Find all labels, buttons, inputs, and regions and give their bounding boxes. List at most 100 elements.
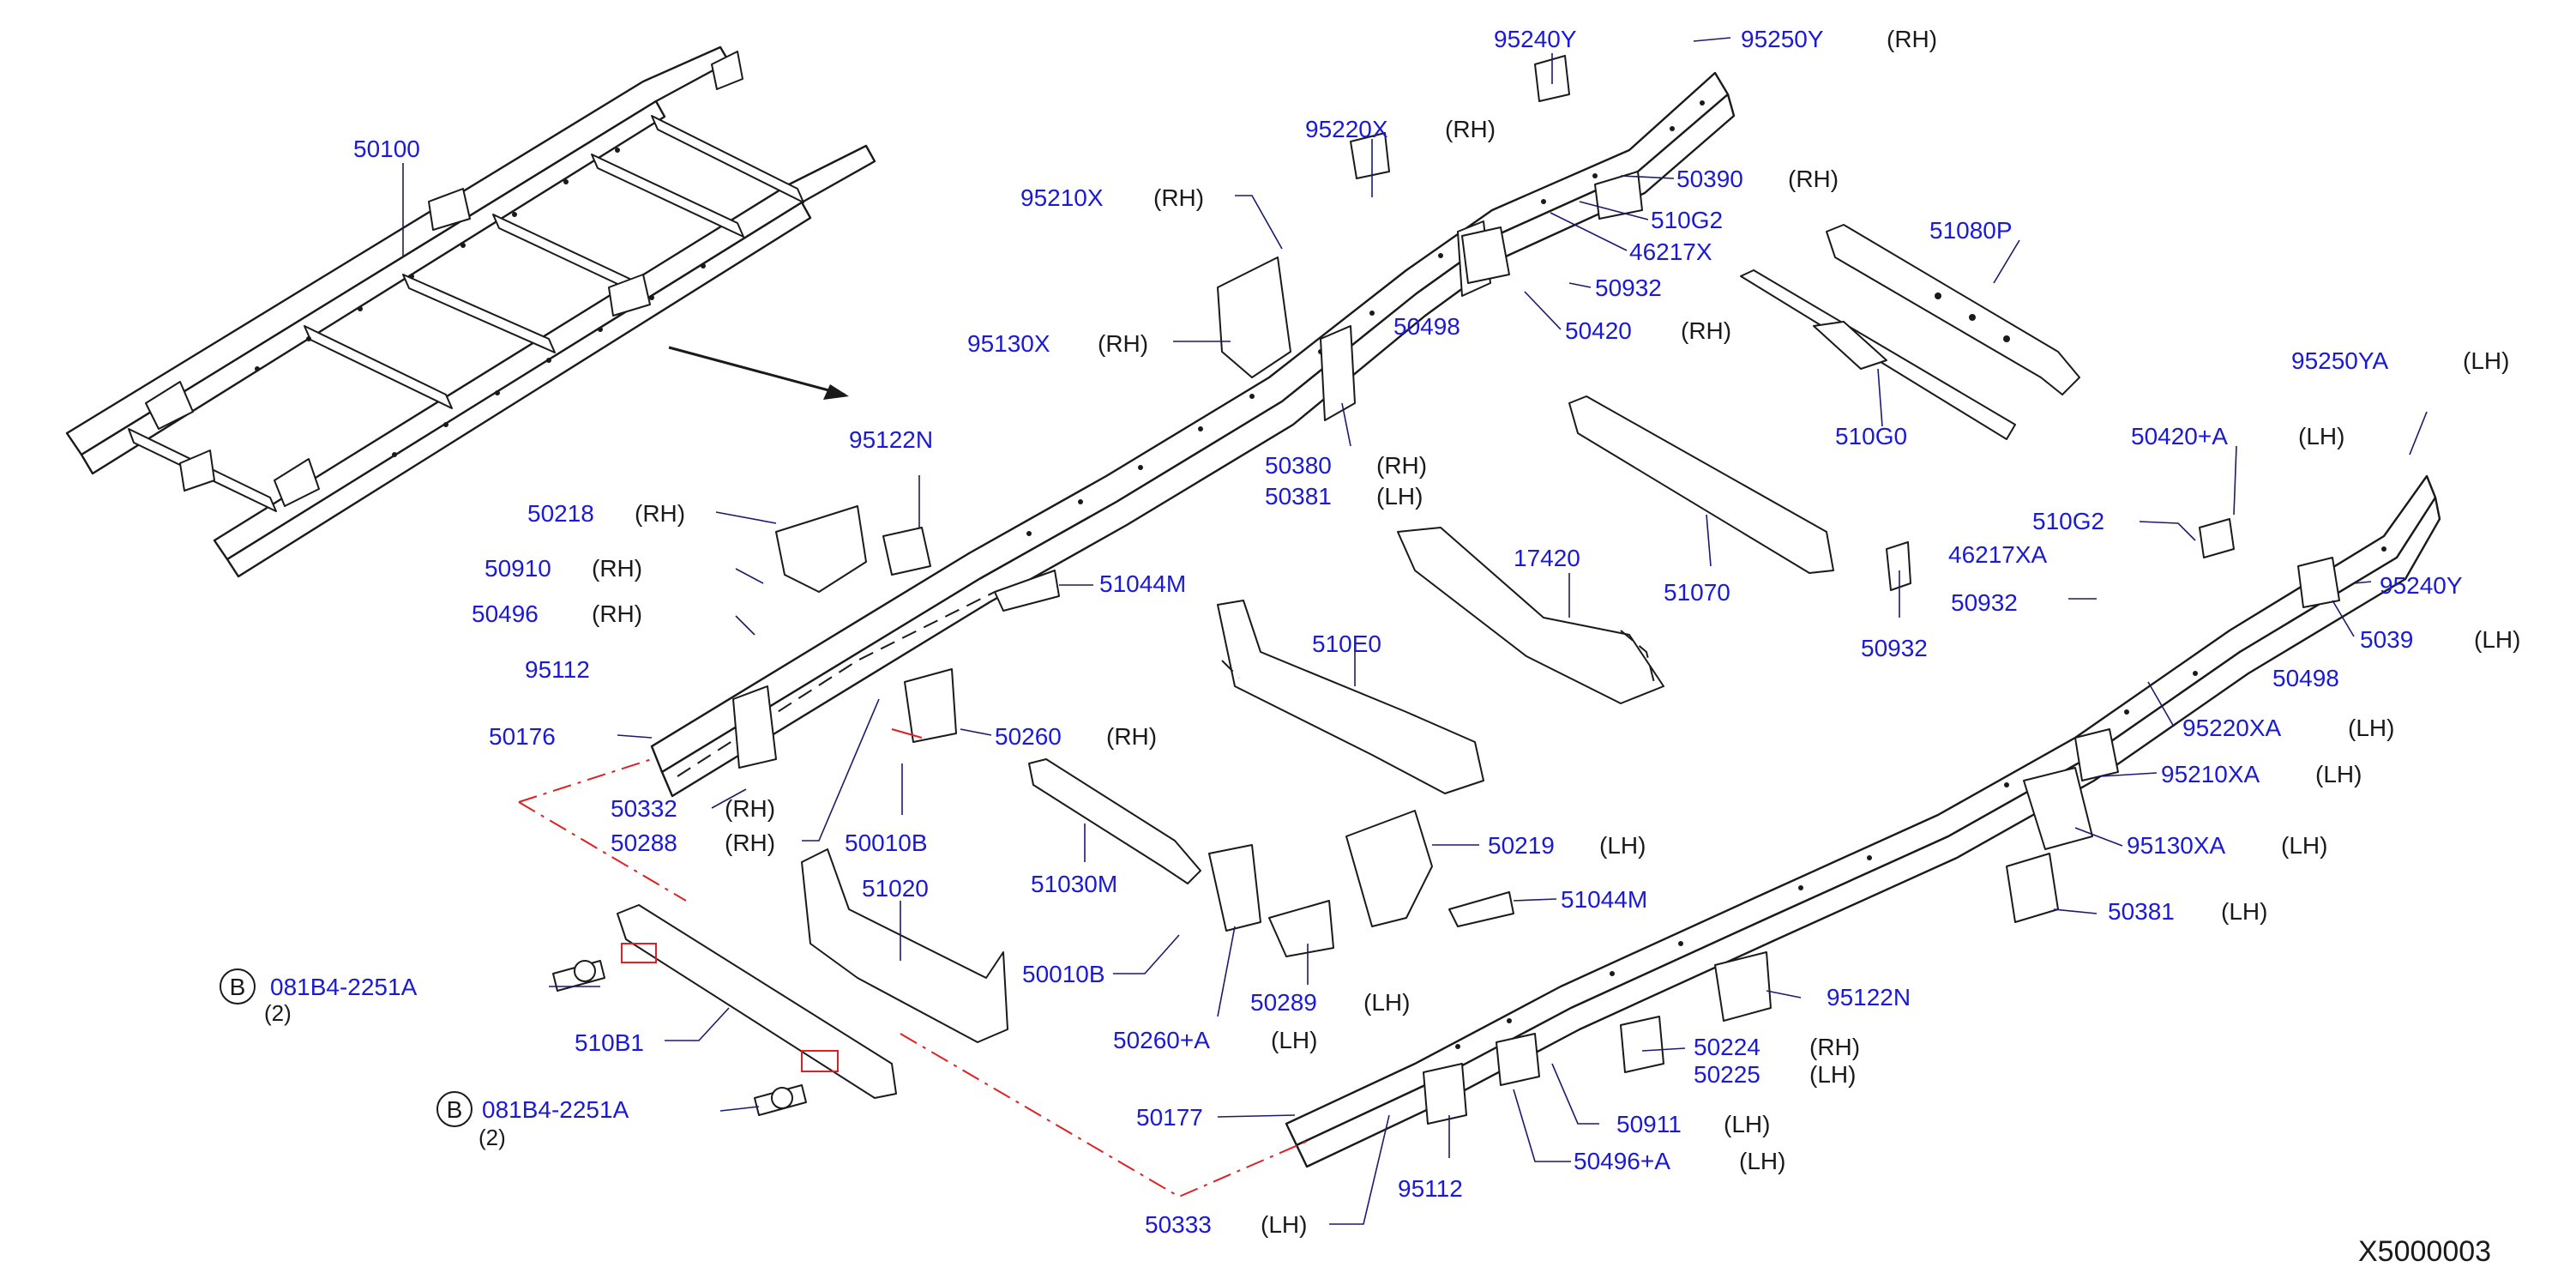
- callout: 95250Y (RH): [1741, 26, 1937, 52]
- svg-text:95210X: 95210X: [1020, 184, 1104, 211]
- svg-text:(2): (2): [264, 1000, 292, 1026]
- svg-text:(LH): (LH): [2298, 423, 2344, 449]
- svg-text:95112: 95112: [1398, 1175, 1463, 1202]
- svg-text:50932: 50932: [1595, 275, 1662, 301]
- callout: 50219(LH): [1488, 832, 1646, 859]
- svg-text:(RH): (RH): [1376, 452, 1427, 479]
- callout: 50177: [1136, 1104, 1203, 1131]
- svg-text:50932: 50932: [1951, 589, 2018, 616]
- svg-text:95122N: 95122N: [1827, 984, 1911, 1011]
- svg-text:(RH): (RH): [1887, 26, 1937, 52]
- svg-text:510E0: 510E0: [1312, 630, 1381, 657]
- callout: 510G2: [2032, 508, 2104, 534]
- svg-text:50260+A: 50260+A: [1113, 1027, 1210, 1053]
- svg-text:(LH): (LH): [2281, 832, 2327, 859]
- callout: 50420+A(LH): [2131, 423, 2344, 449]
- svg-text:(LH): (LH): [1376, 483, 1423, 510]
- svg-text:(LH): (LH): [1363, 989, 1410, 1016]
- svg-text:081B4-2251A: 081B4-2251A: [482, 1096, 629, 1123]
- callout: 17420: [1514, 545, 1580, 571]
- svg-text:(RH): (RH): [1788, 166, 1839, 192]
- svg-text:46217XA: 46217XA: [1948, 541, 2048, 568]
- callout: 50288 (RH): [611, 830, 775, 856]
- svg-text:(LH): (LH): [1261, 1211, 1307, 1238]
- callout: 081B4-2251A: [270, 974, 418, 1000]
- svg-text:50218: 50218: [527, 500, 594, 527]
- callout: 50176: [489, 723, 556, 750]
- callout: 50260(RH): [995, 723, 1157, 750]
- callout: 46217X: [1629, 238, 1712, 265]
- svg-text:50332: 50332: [611, 795, 677, 822]
- svg-text:95130X: 95130X: [967, 330, 1050, 357]
- svg-text:51080P: 51080P: [1929, 217, 2013, 244]
- callout: 50932: [1861, 635, 1928, 661]
- svg-text:95112: 95112: [525, 656, 590, 683]
- svg-text:51044M: 51044M: [1099, 570, 1186, 597]
- svg-text:95240Y: 95240Y: [1494, 26, 1577, 52]
- svg-text:081B4-2251A: 081B4-2251A: [270, 974, 418, 1000]
- callout: 51080P: [1929, 217, 2013, 244]
- svg-text:510B1: 510B1: [575, 1029, 644, 1056]
- callout: 95220XA (LH): [2182, 715, 2394, 741]
- svg-text:(2): (2): [478, 1125, 506, 1150]
- callout: 510G2: [1651, 207, 1723, 233]
- callout: 50911(LH): [1616, 1111, 1770, 1137]
- callout: 95130XA(LH): [2127, 832, 2327, 859]
- callout: 50010B: [1022, 961, 1105, 987]
- svg-text:50911: 50911: [1616, 1111, 1682, 1137]
- svg-text:(RH): (RH): [1106, 723, 1157, 750]
- callout: 95220X(RH): [1305, 116, 1496, 142]
- svg-text:51020: 51020: [862, 875, 929, 902]
- svg-text:(LH): (LH): [2463, 347, 2509, 374]
- svg-text:95240Y: 95240Y: [2380, 572, 2463, 599]
- svg-text:50498: 50498: [1393, 313, 1460, 340]
- svg-text:(LH): (LH): [2315, 761, 2362, 787]
- svg-text:46217X: 46217X: [1629, 238, 1712, 265]
- svg-text:95220XA: 95220XA: [2182, 715, 2282, 741]
- svg-text:95250Y: 95250Y: [1741, 26, 1824, 52]
- svg-text:51044M: 51044M: [1561, 886, 1647, 913]
- svg-text:(LH): (LH): [2221, 898, 2267, 925]
- svg-text:51070: 51070: [1664, 579, 1730, 606]
- svg-text:(RH): (RH): [725, 830, 775, 856]
- callout: 50010B: [845, 830, 928, 856]
- callout: 50932: [1595, 275, 1662, 301]
- callout: 50224(RH): [1694, 1034, 1860, 1060]
- svg-text:(LH): (LH): [2348, 715, 2394, 741]
- svg-text:(RH): (RH): [635, 500, 685, 527]
- svg-text:50288: 50288: [611, 830, 677, 856]
- bolt-badge-lower: B (2): [436, 1091, 506, 1150]
- svg-text:(RH): (RH): [1098, 330, 1148, 357]
- callout: 95112: [525, 656, 590, 683]
- svg-text:17420: 17420: [1514, 545, 1580, 571]
- callout: 50218 (RH): [527, 500, 685, 527]
- svg-text:510G2: 510G2: [1651, 207, 1723, 233]
- callout: 50420(RH): [1565, 317, 1731, 344]
- svg-text:50333: 50333: [1145, 1211, 1212, 1238]
- bolt-badge-upper: B (2): [220, 968, 292, 1026]
- svg-text:95210XA: 95210XA: [2161, 761, 2260, 787]
- callout: 50332(RH): [611, 795, 775, 822]
- svg-text:(RH): (RH): [1809, 1034, 1860, 1060]
- svg-text:(RH): (RH): [592, 555, 642, 582]
- svg-text:50010B: 50010B: [1022, 961, 1105, 987]
- callout: 50496(RH): [472, 600, 642, 627]
- callout: 95240Y: [1494, 26, 1577, 52]
- callout: 50390 (RH): [1676, 166, 1839, 192]
- callout: 50932: [1951, 589, 2018, 616]
- callout: 95240Y: [2380, 572, 2463, 599]
- svg-text:(LH): (LH): [2474, 626, 2520, 653]
- callout: 95122N: [1827, 984, 1911, 1011]
- svg-text:50498: 50498: [2272, 665, 2339, 691]
- callout: 95112: [1398, 1175, 1463, 1202]
- svg-text:50910: 50910: [485, 555, 551, 582]
- callout: 510B1: [575, 1029, 644, 1056]
- svg-text:(LH): (LH): [1271, 1027, 1317, 1053]
- callout: 95210X(RH): [1020, 184, 1204, 211]
- svg-text:50390: 50390: [1676, 166, 1743, 192]
- svg-text:B: B: [447, 1096, 463, 1123]
- svg-text:510G0: 510G0: [1835, 423, 1907, 449]
- svg-text:50381: 50381: [2108, 898, 2175, 925]
- callout: 5039(LH): [2360, 626, 2520, 653]
